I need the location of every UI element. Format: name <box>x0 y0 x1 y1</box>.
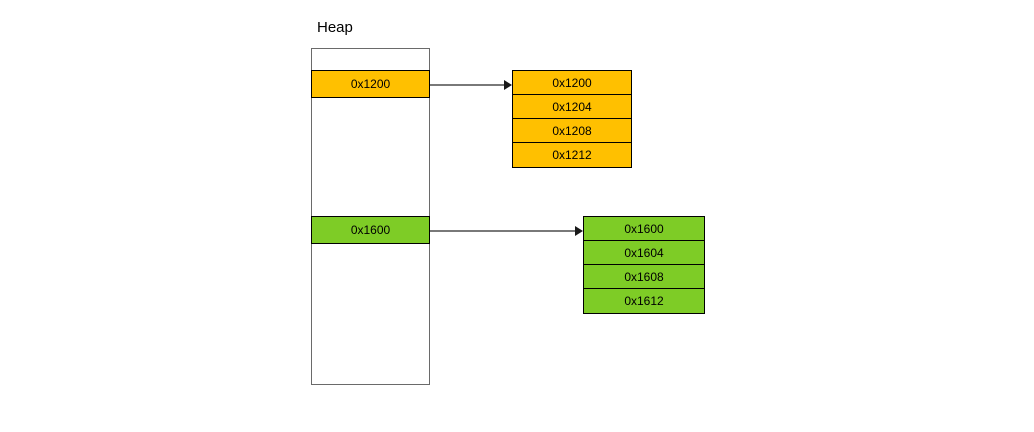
table-row: 0x1204 <box>513 95 631 119</box>
pointer-arrow-green <box>430 226 583 236</box>
table-row: 0x1600 <box>584 217 704 241</box>
orange-allocation-table: 0x1200 0x1204 0x1208 0x1212 <box>512 70 632 168</box>
table-row: 0x1604 <box>584 241 704 265</box>
table-row: 0x1608 <box>584 265 704 289</box>
table-row: 0x1612 <box>584 289 704 313</box>
table-row: 0x1212 <box>513 143 631 167</box>
table-row: 0x1200 <box>513 71 631 95</box>
pointer-arrow-orange <box>430 80 512 90</box>
pointer-arrow-green-head <box>575 226 583 236</box>
heap-label: Heap <box>317 19 353 36</box>
heap-slot-orange: 0x1200 <box>311 70 430 98</box>
table-row: 0x1208 <box>513 119 631 143</box>
heap-slot-green: 0x1600 <box>311 216 430 244</box>
pointer-arrow-orange-head <box>504 80 512 90</box>
green-allocation-table: 0x1600 0x1604 0x1608 0x1612 <box>583 216 705 314</box>
